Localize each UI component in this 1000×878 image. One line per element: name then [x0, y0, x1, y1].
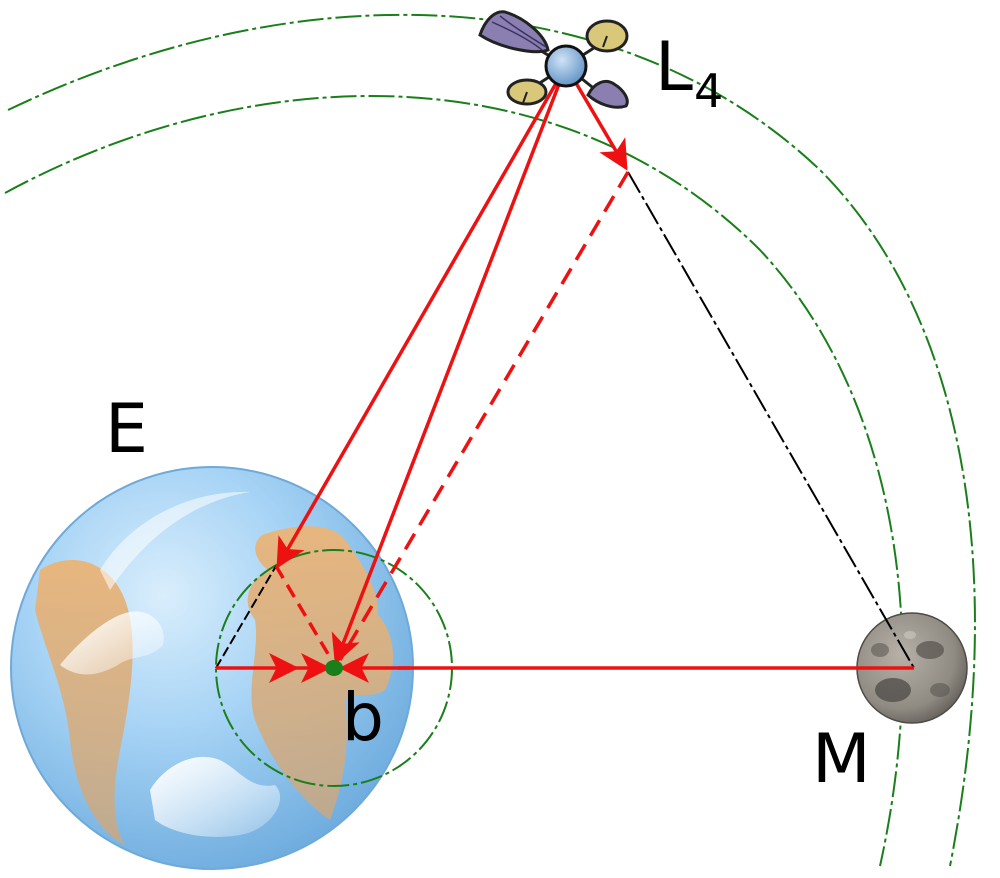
- moon-label: M: [812, 720, 871, 799]
- outer-orbit-arc: [7, 13, 976, 867]
- barycenter-dot: [325, 660, 343, 676]
- satellite-icon: [478, 10, 629, 109]
- earth-highlight: [100, 491, 250, 590]
- lagrange-point-subscript: 4: [694, 64, 723, 118]
- triangle-edge-moon-l4: [627, 171, 915, 669]
- earth-cloud: [60, 611, 164, 675]
- force-dashed-l4-barycenter: [338, 171, 630, 661]
- satellite-body: [544, 44, 588, 88]
- satellite-solar-panel: [586, 80, 629, 109]
- earth-cloud: [150, 756, 281, 837]
- force-arrow-to-earth-point: [276, 65, 568, 569]
- triangle-edge-earth-small: [215, 565, 277, 669]
- force-arrow-to-barycenter: [331, 65, 568, 665]
- barycenter-label: b: [342, 679, 384, 756]
- earth-label: E: [105, 390, 148, 469]
- lagrange-point-label: L: [655, 28, 693, 107]
- force-dashed-earth-barycenter: [274, 565, 336, 665]
